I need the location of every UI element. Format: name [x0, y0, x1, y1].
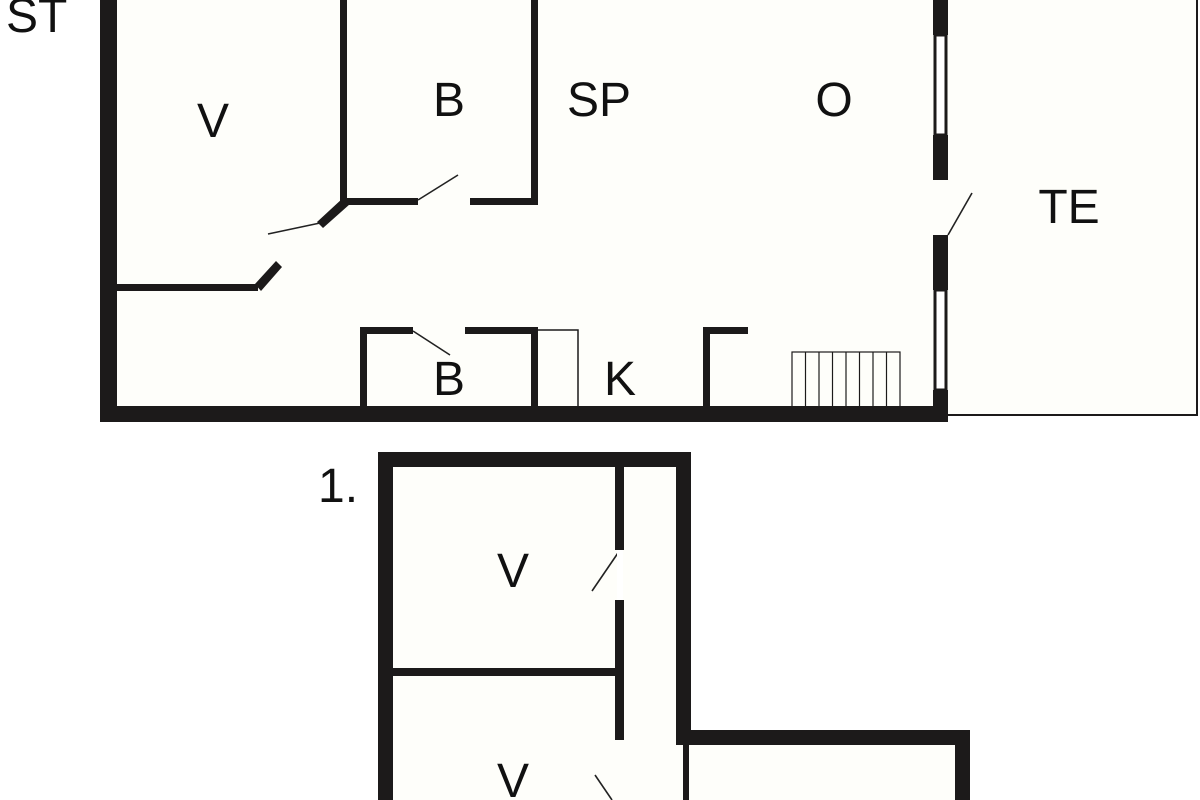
floor-label-1: 1. — [318, 460, 358, 513]
room-label-b: B — [433, 74, 465, 127]
stairs — [791, 351, 901, 409]
room-label-k: K — [604, 353, 636, 406]
door-leaves — [267, 174, 973, 800]
upper-floor-walls — [100, 0, 1198, 422]
first-floor-walls — [378, 452, 970, 800]
room-label-v-first-b: V — [497, 755, 529, 800]
room-label-te: TE — [1038, 181, 1099, 234]
room-label-v: V — [197, 95, 229, 148]
room-label-sp: SP — [567, 74, 631, 127]
floor-fill — [100, 0, 1198, 800]
room-label-o: O — [815, 74, 852, 127]
room-label-b-lower: B — [433, 353, 465, 406]
room-label-st: ST — [6, 0, 67, 43]
room-label-v-first-a: V — [497, 545, 529, 598]
